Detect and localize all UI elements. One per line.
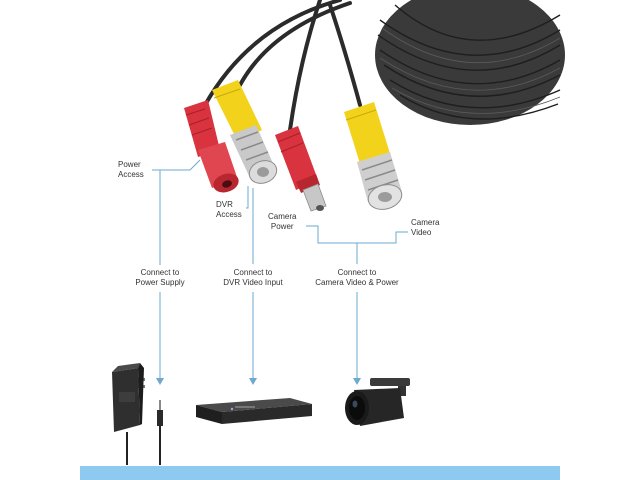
label-connect-dvr-line1: Connect to: [233, 268, 273, 277]
yellow-bnc-plug-left-icon: [212, 80, 278, 184]
label-power-access-line2: Access: [118, 170, 144, 179]
label-power-access-line1: Power: [118, 160, 141, 169]
label-dvr-access-line2: Access: [216, 210, 242, 219]
cable-wires: [203, 0, 362, 132]
bottom-accent-bar: [80, 466, 560, 480]
yellow-bnc-plug-right-icon: [344, 102, 403, 210]
label-camera-video-line1: Camera: [411, 218, 440, 227]
label-dvr-access-line1: DVR: [216, 200, 233, 209]
label-connect-camera-line1: Connect to: [337, 268, 377, 277]
leader-lines: [152, 159, 408, 382]
label-camera-video-line2: Video: [411, 228, 432, 237]
label-camera-power: Camera Power: [268, 212, 296, 232]
dvr-recorder-icon: [196, 398, 312, 424]
label-connect-camera-line2: Camera Video & Power: [315, 278, 399, 287]
label-connect-camera: Connect to Camera Video & Power: [302, 268, 412, 288]
label-connect-dvr: Connect to DVR Video Input: [213, 268, 293, 288]
label-camera-power-line2: Power: [270, 222, 294, 231]
label-camera-video: Camera Video: [411, 218, 439, 238]
label-camera-power-line1: Camera: [268, 212, 297, 221]
leader-arrows: [156, 378, 361, 385]
label-power-access: Power Access: [118, 160, 144, 180]
security-camera-icon: [345, 378, 410, 426]
cable-coil-icon: [375, 0, 565, 125]
power-adapter-icon: [112, 363, 163, 465]
red-power-plug-left-icon: [184, 100, 239, 193]
label-connect-power: Connect to Power Supply: [128, 268, 192, 288]
label-connect-dvr-line2: DVR Video Input: [223, 278, 283, 287]
label-connect-power-line1: Connect to: [140, 268, 180, 277]
label-connect-power-line2: Power Supply: [135, 278, 185, 287]
label-dvr-access: DVR Access: [216, 200, 242, 220]
red-power-plug-right-icon: [275, 126, 327, 212]
